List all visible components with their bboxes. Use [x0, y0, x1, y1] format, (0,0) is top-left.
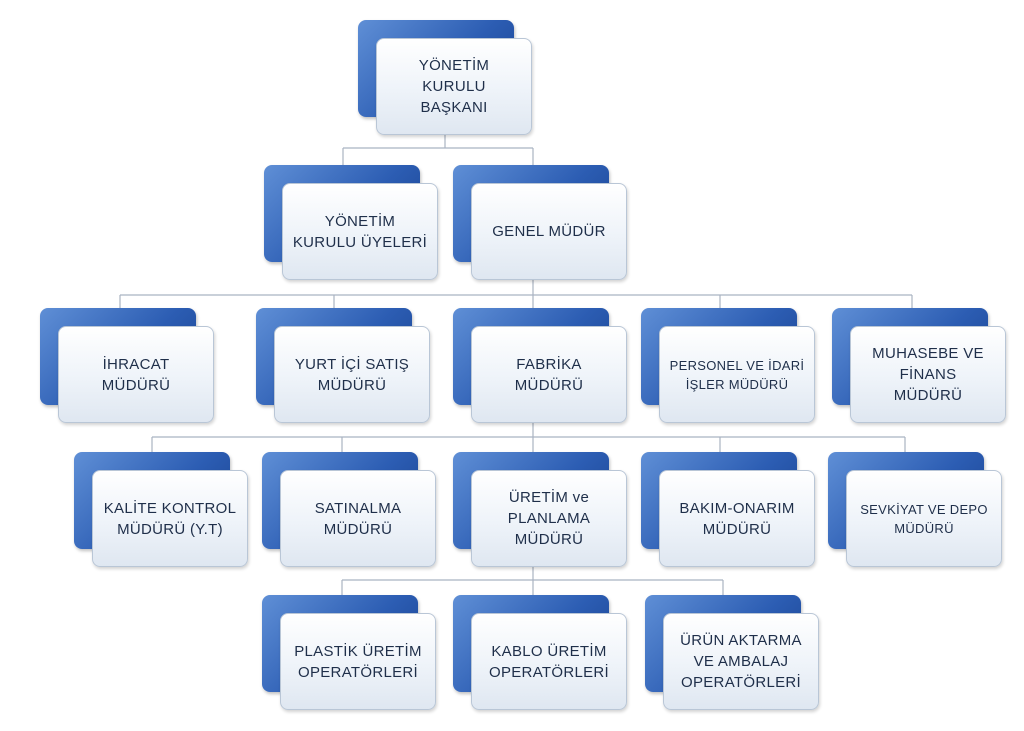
- node-box: YURT İÇİ SATIŞ MÜDÜRÜ: [274, 326, 430, 423]
- node-cable-production-operators: KABLO ÜRETİM OPERATÖRLERİ: [453, 595, 627, 710]
- node-box: MUHASEBE VE FİNANS MÜDÜRÜ: [850, 326, 1006, 423]
- node-purchasing-manager: SATINALMA MÜDÜRÜ: [262, 452, 436, 567]
- node-label: FABRİKA MÜDÜRÜ: [514, 355, 584, 394]
- node-accounting-finance-manager: MUHASEBE VE FİNANS MÜDÜRÜ: [832, 308, 1006, 423]
- node-box: KALİTE KONTROL MÜDÜRÜ (Y.T): [92, 470, 248, 567]
- node-label: İHRACAT MÜDÜRÜ: [101, 355, 171, 394]
- node-factory-manager: FABRİKA MÜDÜRÜ: [453, 308, 627, 423]
- node-production-planning-manager: ÜRETİM ve PLANLAMA MÜDÜRÜ: [453, 452, 627, 567]
- node-box: BAKIM-ONARIM MÜDÜRÜ: [659, 470, 815, 567]
- node-chairman: YÖNETİM KURULU BAŞKANI: [358, 20, 532, 135]
- node-label: YÖNETİM KURULU BAŞKANI: [418, 57, 490, 116]
- node-label: BAKIM-ONARIM MÜDÜRÜ: [679, 499, 795, 538]
- node-label: PLASTİK ÜRETİM OPERATÖRLERİ: [294, 642, 422, 681]
- node-label: SEVKİYAT VE DEPO MÜDÜRÜ: [860, 501, 988, 536]
- node-label: SATINALMA MÜDÜRÜ: [314, 499, 402, 538]
- node-export-manager: İHRACAT MÜDÜRÜ: [40, 308, 214, 423]
- node-label: KALİTE KONTROL MÜDÜRÜ (Y.T): [103, 499, 237, 538]
- node-label: PERSONEL VE İDARİ İŞLER MÜDÜRÜ: [669, 357, 805, 392]
- node-general-manager: GENEL MÜDÜR: [453, 165, 627, 280]
- node-box: ÜRETİM ve PLANLAMA MÜDÜRÜ: [471, 470, 627, 567]
- node-shipping-warehouse-manager: SEVKİYAT VE DEPO MÜDÜRÜ: [828, 452, 1002, 567]
- node-maintenance-repair-manager: BAKIM-ONARIM MÜDÜRÜ: [641, 452, 815, 567]
- node-box: ÜRÜN AKTARMA VE AMBALAJ OPERATÖRLERİ: [663, 613, 819, 710]
- node-product-transfer-packaging-operators: ÜRÜN AKTARMA VE AMBALAJ OPERATÖRLERİ: [645, 595, 819, 710]
- node-label: YÖNETİM KURULU ÜYELERİ: [292, 212, 428, 251]
- node-box: YÖNETİM KURULU ÜYELERİ: [282, 183, 438, 280]
- node-box: FABRİKA MÜDÜRÜ: [471, 326, 627, 423]
- node-label: KABLO ÜRETİM OPERATÖRLERİ: [488, 642, 609, 681]
- node-label: YURT İÇİ SATIŞ MÜDÜRÜ: [294, 355, 410, 394]
- node-board-members: YÖNETİM KURULU ÜYELERİ: [264, 165, 438, 280]
- node-label: ÜRÜN AKTARMA VE AMBALAJ OPERATÖRLERİ: [680, 632, 802, 691]
- node-label: MUHASEBE VE FİNANS MÜDÜRÜ: [872, 345, 984, 404]
- node-box: SEVKİYAT VE DEPO MÜDÜRÜ: [846, 470, 1002, 567]
- node-box: PLASTİK ÜRETİM OPERATÖRLERİ: [280, 613, 436, 710]
- node-domestic-sales-manager: YURT İÇİ SATIŞ MÜDÜRÜ: [256, 308, 430, 423]
- node-box: YÖNETİM KURULU BAŞKANI: [376, 38, 532, 135]
- node-label: ÜRETİM ve PLANLAMA MÜDÜRÜ: [507, 489, 591, 548]
- node-box: SATINALMA MÜDÜRÜ: [280, 470, 436, 567]
- node-label: GENEL MÜDÜR: [492, 223, 606, 240]
- node-box: PERSONEL VE İDARİ İŞLER MÜDÜRÜ: [659, 326, 815, 423]
- node-box: KABLO ÜRETİM OPERATÖRLERİ: [471, 613, 627, 710]
- node-hr-admin-manager: PERSONEL VE İDARİ İŞLER MÜDÜRÜ: [641, 308, 815, 423]
- node-box: İHRACAT MÜDÜRÜ: [58, 326, 214, 423]
- node-box: GENEL MÜDÜR: [471, 183, 627, 280]
- node-quality-control-manager: KALİTE KONTROL MÜDÜRÜ (Y.T): [74, 452, 248, 567]
- node-plastic-production-operators: PLASTİK ÜRETİM OPERATÖRLERİ: [262, 595, 436, 710]
